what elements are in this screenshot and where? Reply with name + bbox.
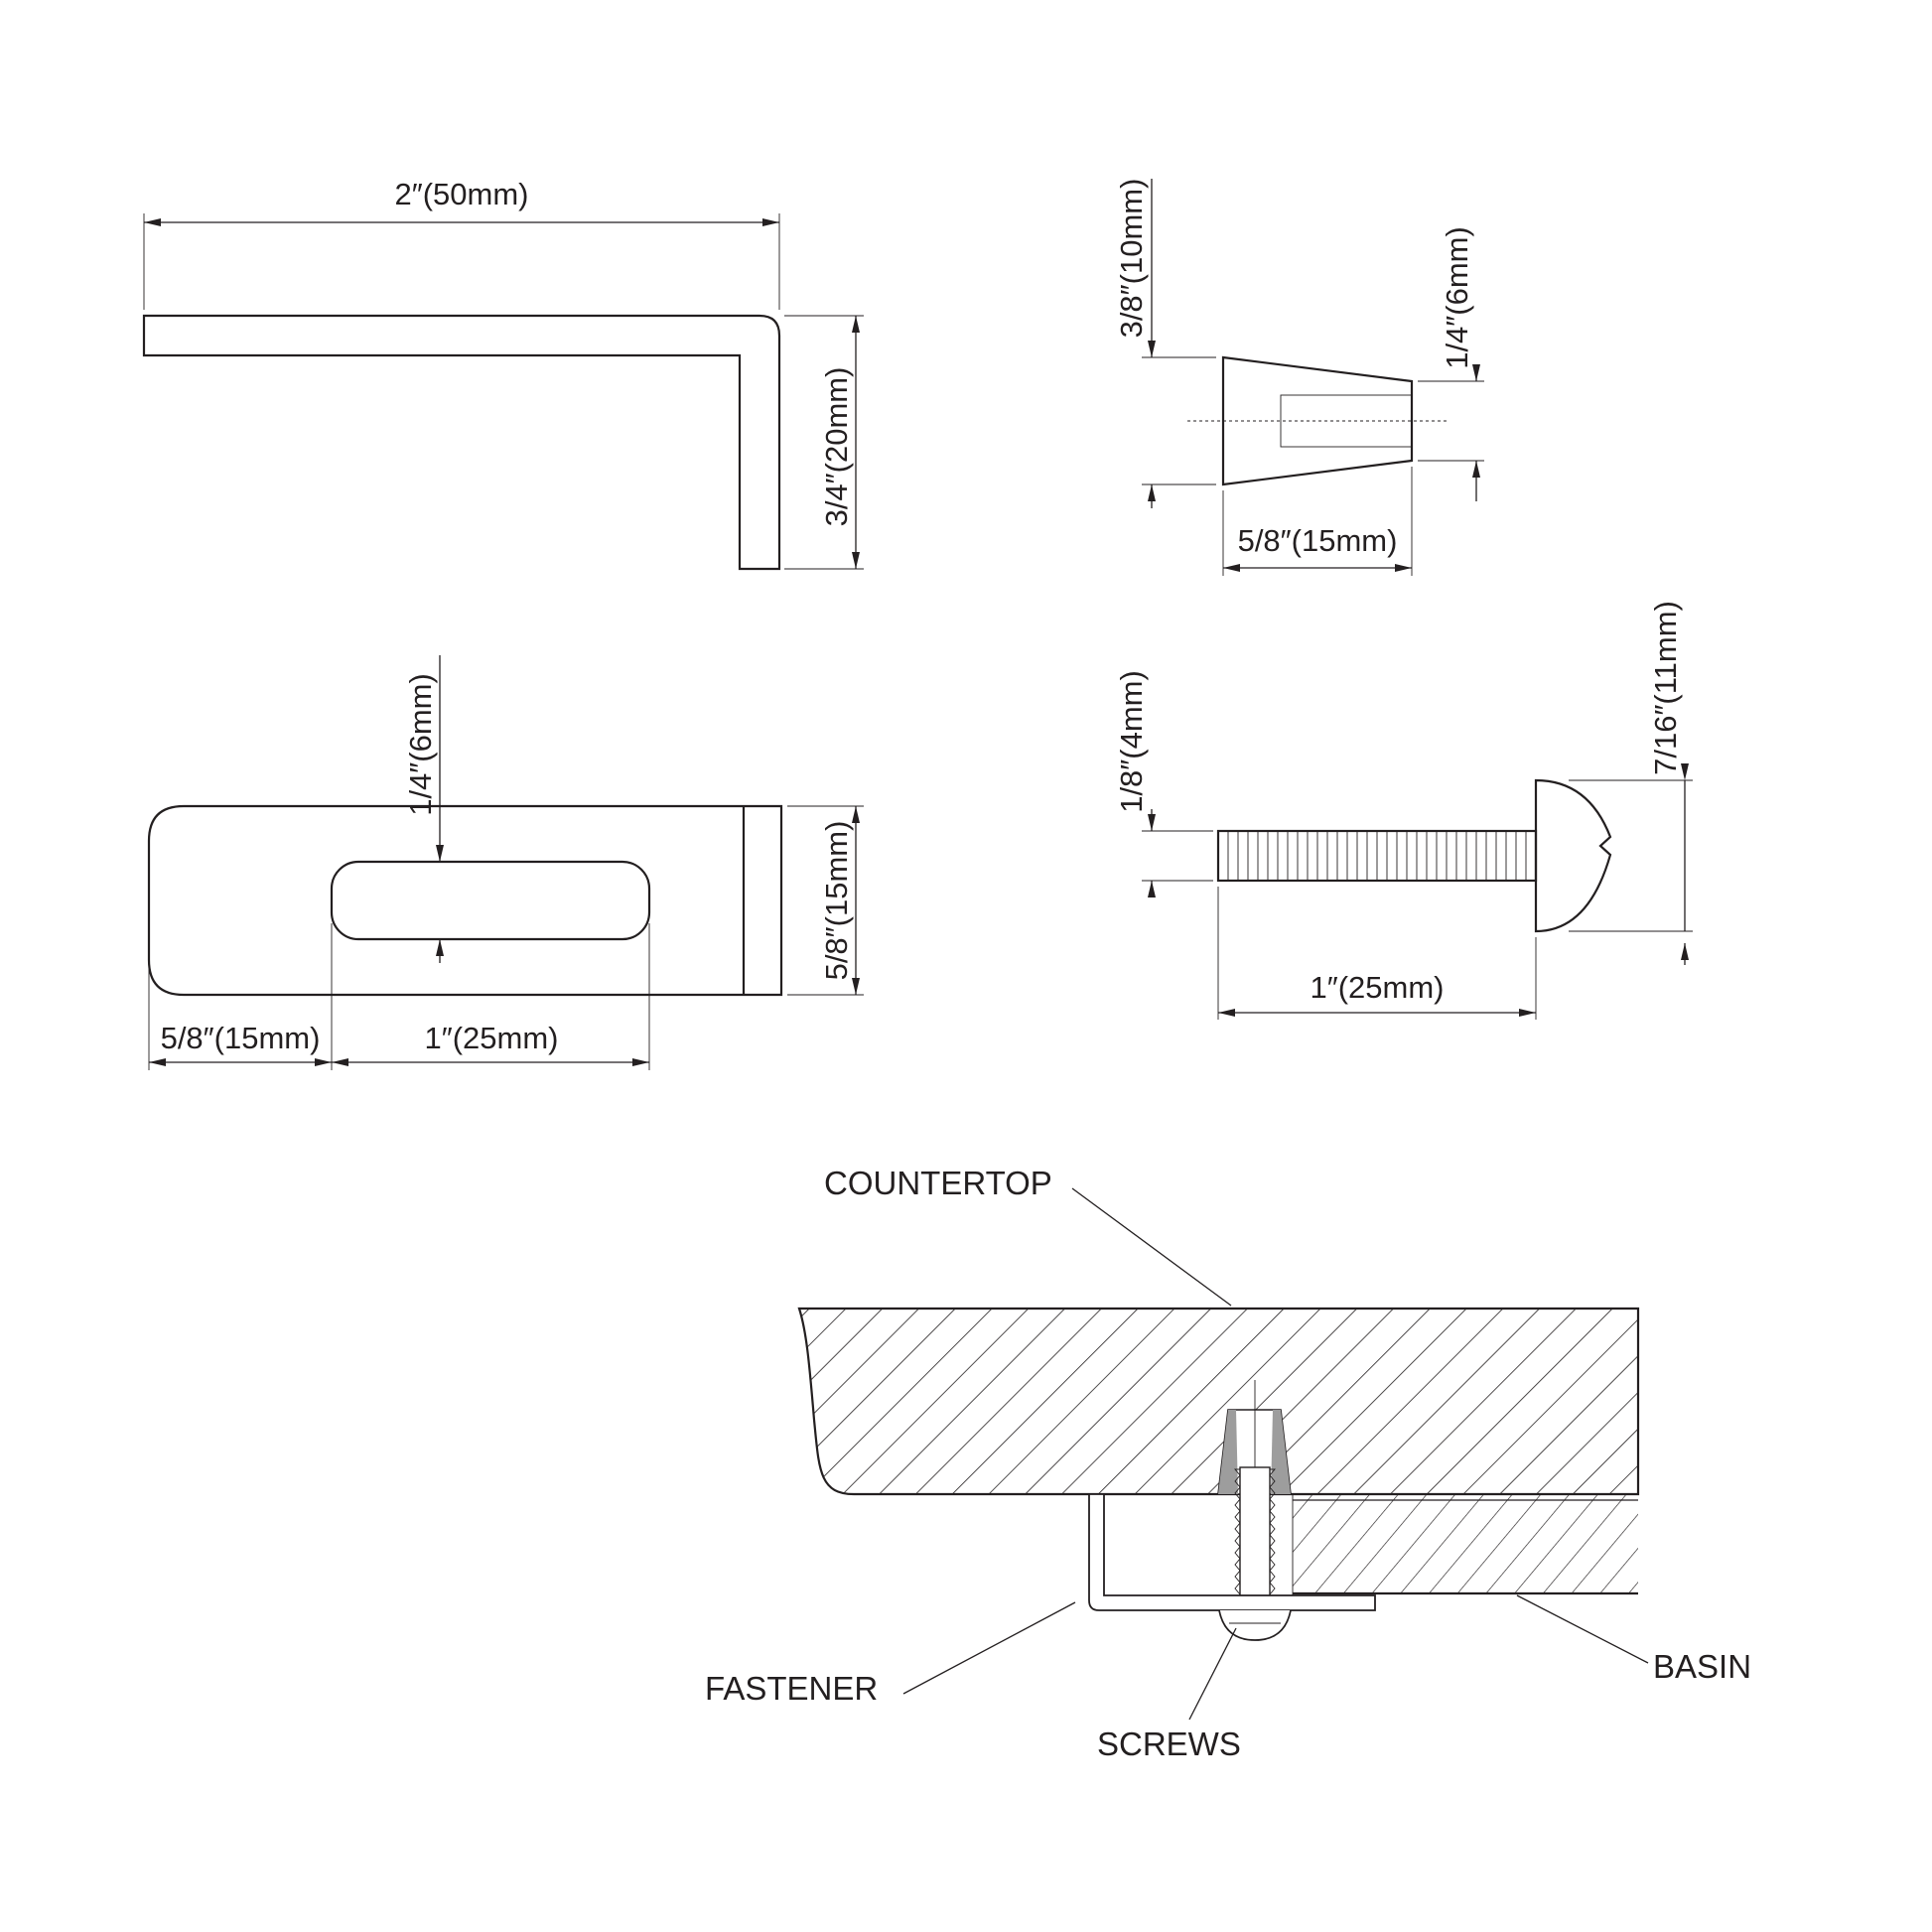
arrowhead [436,845,444,862]
dimension-label-height: 3/4″(20mm) [819,367,854,527]
dimension-label-length: 5/8″(15mm) [1238,523,1398,558]
label-screws: SCREWS [1097,1725,1241,1762]
arrowhead [1395,564,1412,572]
dimension-label-bore: 1/4″(6mm) [1440,226,1474,369]
screw-threads [1227,831,1527,881]
basin-hatch [1293,1494,1638,1593]
screw-thread-left [1234,1468,1241,1595]
arrowhead [436,939,444,956]
bracket-top-view: 1/4″(6mm) 5/8″(15mm) 5/8″(15mm) 1″(25mm) [147,655,864,1070]
screw-view: 1/8″(4mm) 7/16″(11mm) 1″(25mm) [1114,601,1693,1020]
arrowhead [852,316,860,333]
dimension-label-width: 2″(50mm) [395,177,529,211]
dimension-label-slot: 1/4″(6mm) [403,673,438,816]
anchor-wedge-grey [1218,1410,1238,1494]
wedge-bore [1280,394,1413,448]
arrowhead [149,1058,166,1066]
bracket-plate [147,804,783,997]
assembly-fastener [1088,1493,1376,1611]
dimension-label-height: 3/8″(10mm) [1114,179,1149,339]
leader-fastener [902,1601,1076,1695]
screw-head [1534,778,1612,933]
arrowhead [1472,364,1480,381]
arrowhead [852,978,860,995]
screw-thread-right [1269,1468,1276,1595]
dimension-label-shank: 1/8″(4mm) [1114,670,1149,813]
leader-basin [1516,1594,1649,1664]
label-countertop: COUNTERTOP [824,1165,1052,1201]
countertop-slab [797,1307,1640,1496]
assembly-screw-head [1218,1609,1292,1641]
anchor-wedge-grey [1271,1410,1291,1494]
label-fastener: FASTENER [705,1670,878,1707]
arrowhead [852,806,860,823]
arrowhead [632,1058,649,1066]
arrowhead [1148,484,1156,501]
dimension-label-offset: 5/8″(15mm) [161,1021,321,1055]
dimension-label-width: 5/8″(15mm) [819,821,854,981]
label-basin: BASIN [1653,1648,1751,1685]
assembly-screw-shank [1239,1466,1271,1605]
dimension-label-length: 1″(25mm) [1311,970,1445,1005]
arrowhead [762,218,779,226]
arrowhead [1148,881,1156,897]
wedge-body [1221,355,1414,486]
arrowhead [315,1058,332,1066]
bracket-profile [142,314,781,571]
assembly-section: COUNTERTOP FASTENER SCREWS BASIN [705,1165,1751,1762]
arrowhead [852,552,860,569]
arrowhead [144,218,161,226]
bracket-side-view: 2″(50mm) 3/4″(20mm) [142,177,864,571]
arrowhead [1519,1009,1536,1017]
bracket-slot [330,860,651,941]
arrowhead [1218,1009,1235,1017]
wedge-anchor-view: 3/8″(10mm) 1/4″(6mm) 5/8″(15mm) [1114,179,1484,576]
countertop-hatch [799,1309,1638,1494]
arrowhead [1472,461,1480,478]
dimension-label-head: 7/16″(11mm) [1648,601,1683,775]
leader-countertop [1071,1187,1232,1307]
arrowhead [1148,814,1156,831]
arrowhead [1681,943,1689,960]
arrowhead [1148,341,1156,357]
leader-screws [1188,1627,1237,1721]
arrowhead [1223,564,1240,572]
dimension-label-slot-length: 1″(25mm) [425,1021,559,1055]
arrowhead [332,1058,348,1066]
arrowhead [1681,763,1689,780]
